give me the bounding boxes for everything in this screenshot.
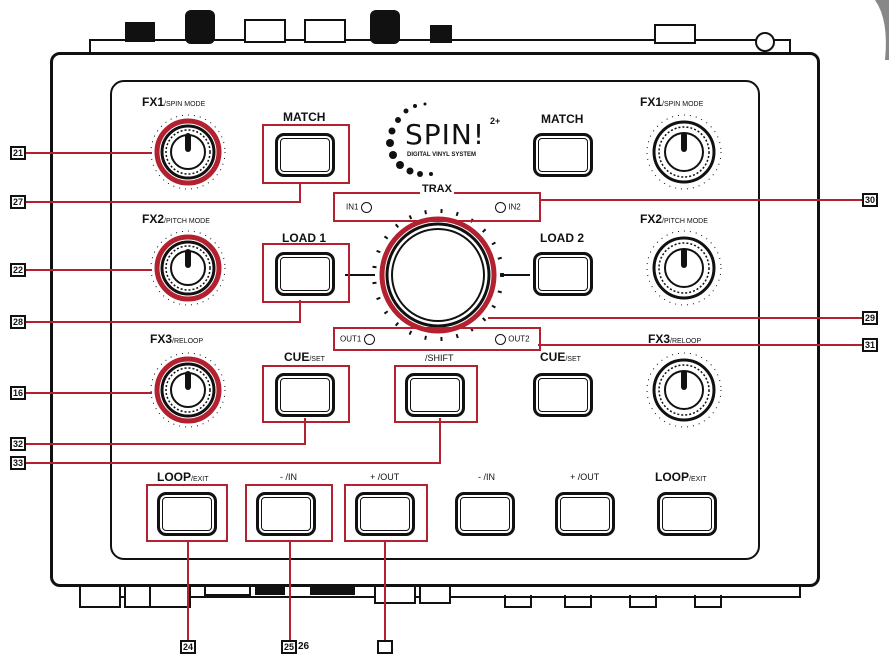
fx3-knob-left[interactable] [151,353,225,427]
loop-label-right: LOOP/EXIT [655,470,707,484]
callout-30: 30 [862,193,878,207]
control-surface [110,80,760,560]
logo-tagline: DIGITAL VINYL SYSTEM [407,152,477,158]
logo-superscript: 2+ [490,116,501,126]
fx2-label-right: FX2/PITCH MODE [640,212,708,226]
match-label-right: MATCH [541,112,584,126]
load2-button[interactable] [533,252,593,296]
load1-button[interactable] [275,252,335,296]
callout-31: 31 [862,338,878,352]
out1-indicator: OUT1 [340,334,375,345]
in-left-highlight [245,484,333,542]
logo-dots [386,102,433,177]
fx2-label-left: FX2/PITCH MODE [142,212,210,226]
fx1-knob-left[interactable] [151,115,225,189]
out2-indicator: OUT2 [495,334,530,345]
output-leds-highlight [333,327,541,351]
loop-label-left: LOOP/EXIT [157,470,209,484]
in-button-left[interactable] [256,492,316,536]
match-left-highlight [262,124,350,184]
in2-led-icon [495,202,506,213]
out-left-highlight [344,484,428,542]
callout-33: 33 [10,456,26,470]
in1-led-icon [360,202,372,213]
load2-label: LOAD 2 [540,231,585,245]
match-label-left: MATCH [283,110,326,124]
shift-highlight [394,365,478,423]
callout-21: 21 [10,146,26,160]
loop-left-highlight [146,484,228,542]
out-button-right[interactable] [555,492,615,536]
fx2-knob-left[interactable] [151,231,225,305]
trax-encoder[interactable] [372,209,504,341]
callout-blank [377,640,393,654]
out2-led-icon [495,334,506,345]
callout-22: 22 [10,263,26,277]
out-label-right: + /OUT [570,472,600,482]
fx3-label-right: FX3/RELOOP [648,332,702,346]
callout-27: 27 [10,195,26,209]
fx2-knob-right[interactable] [645,229,723,307]
load1-label: LOAD 1 [282,231,327,245]
out-label-left: + /OUT [370,472,400,482]
fx1-label-left: FX1/SPIN MODE [142,95,206,109]
out-button-left[interactable] [355,492,415,536]
cue-left-highlight [262,365,350,423]
loop-button-right[interactable] [657,492,717,536]
in2-indicator: IN2 [495,202,521,213]
callout-32: 32 [10,437,26,451]
cue-label-left: CUE/SET [284,350,325,364]
shift-label: /SHIFT [425,353,454,363]
logo-text: SPIN! [405,118,486,151]
callout-28: 28 [10,315,26,329]
callout-16: 16 [10,386,26,400]
fx1-label-right: FX1/SPIN MODE [640,95,704,109]
cue-button-left[interactable] [275,373,335,417]
out1-led-icon [363,334,375,345]
fx1-knob-right[interactable] [645,113,723,191]
fx3-label-left: FX3/RELOOP [150,332,204,346]
in-label-left: - /IN [280,472,297,482]
in-button-right[interactable] [455,492,515,536]
callout-26: 26 [298,641,310,652]
load1-highlight [262,243,350,303]
cue-button-right[interactable] [533,373,593,417]
match-button-right[interactable] [533,133,593,177]
shift-button[interactable] [405,373,465,417]
callout-29: 29 [862,311,878,325]
match-button-left[interactable] [275,133,335,177]
trax-label: TRAX [420,183,454,195]
cue-label-right: CUE/SET [540,350,581,364]
in-label-right: - /IN [478,472,495,482]
callout-lines [26,152,862,642]
fx3-knob-right[interactable] [645,351,723,429]
callout-25: 25 [281,640,297,654]
callout-24: 24 [180,640,196,654]
loop-button-left[interactable] [157,492,217,536]
in1-indicator: IN1 [346,202,372,213]
